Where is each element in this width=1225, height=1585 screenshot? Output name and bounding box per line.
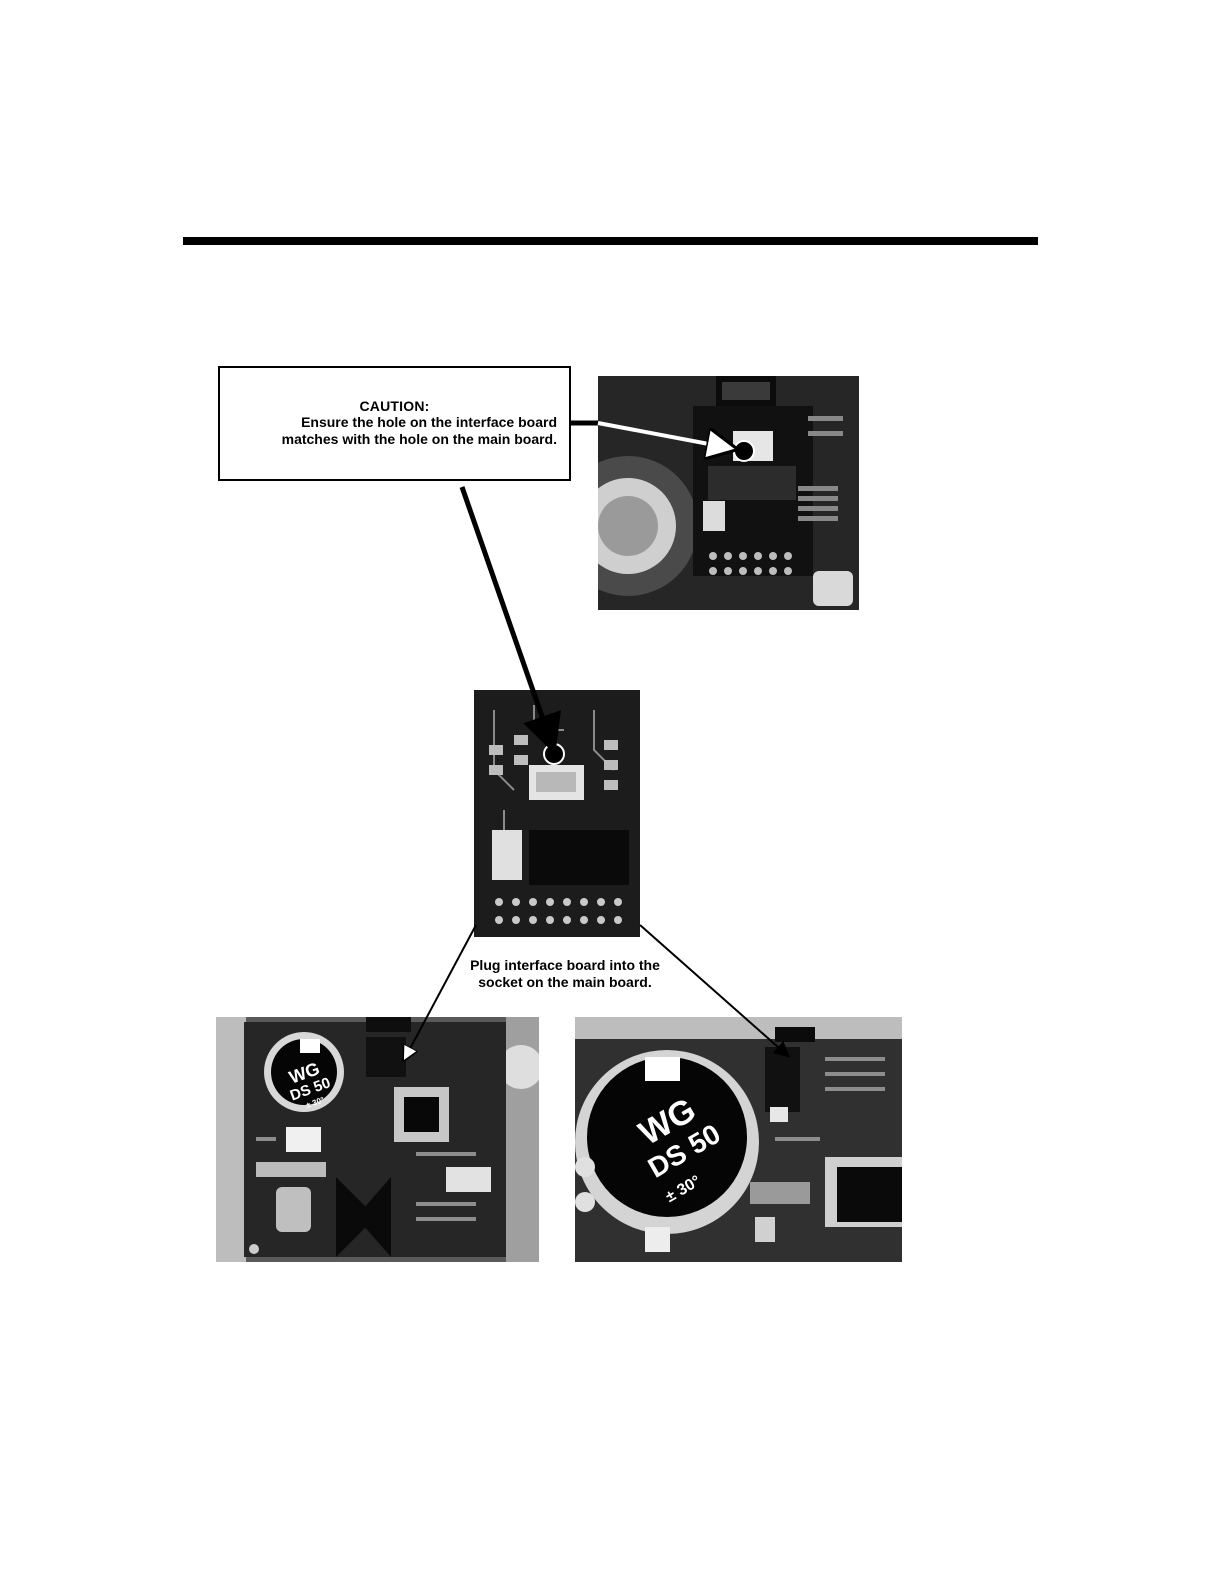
caution-line-2: matches with the hole on the main board.	[227, 431, 557, 448]
header-rule	[183, 237, 1038, 245]
caption-line-2: socket on the main board.	[430, 974, 700, 991]
main-board-photo-left: WG DS 50 ± 30°	[216, 1017, 539, 1262]
caution-box: CAUTION: Ensure the hole on the interfac…	[218, 366, 571, 481]
caution-body: Ensure the hole on the interface board m…	[227, 414, 557, 448]
closeup-photo	[598, 376, 859, 610]
caution-line-1: Ensure the hole on the interface board	[227, 414, 557, 431]
caution-title: CAUTION:	[220, 398, 569, 414]
main-board-photo-right: WG DS 50 ± 30°	[575, 1017, 902, 1262]
caption-line-1: Plug interface board into the	[430, 957, 700, 974]
interface-board-photo	[474, 690, 640, 937]
plug-caption: Plug interface board into the socket on …	[430, 957, 700, 991]
